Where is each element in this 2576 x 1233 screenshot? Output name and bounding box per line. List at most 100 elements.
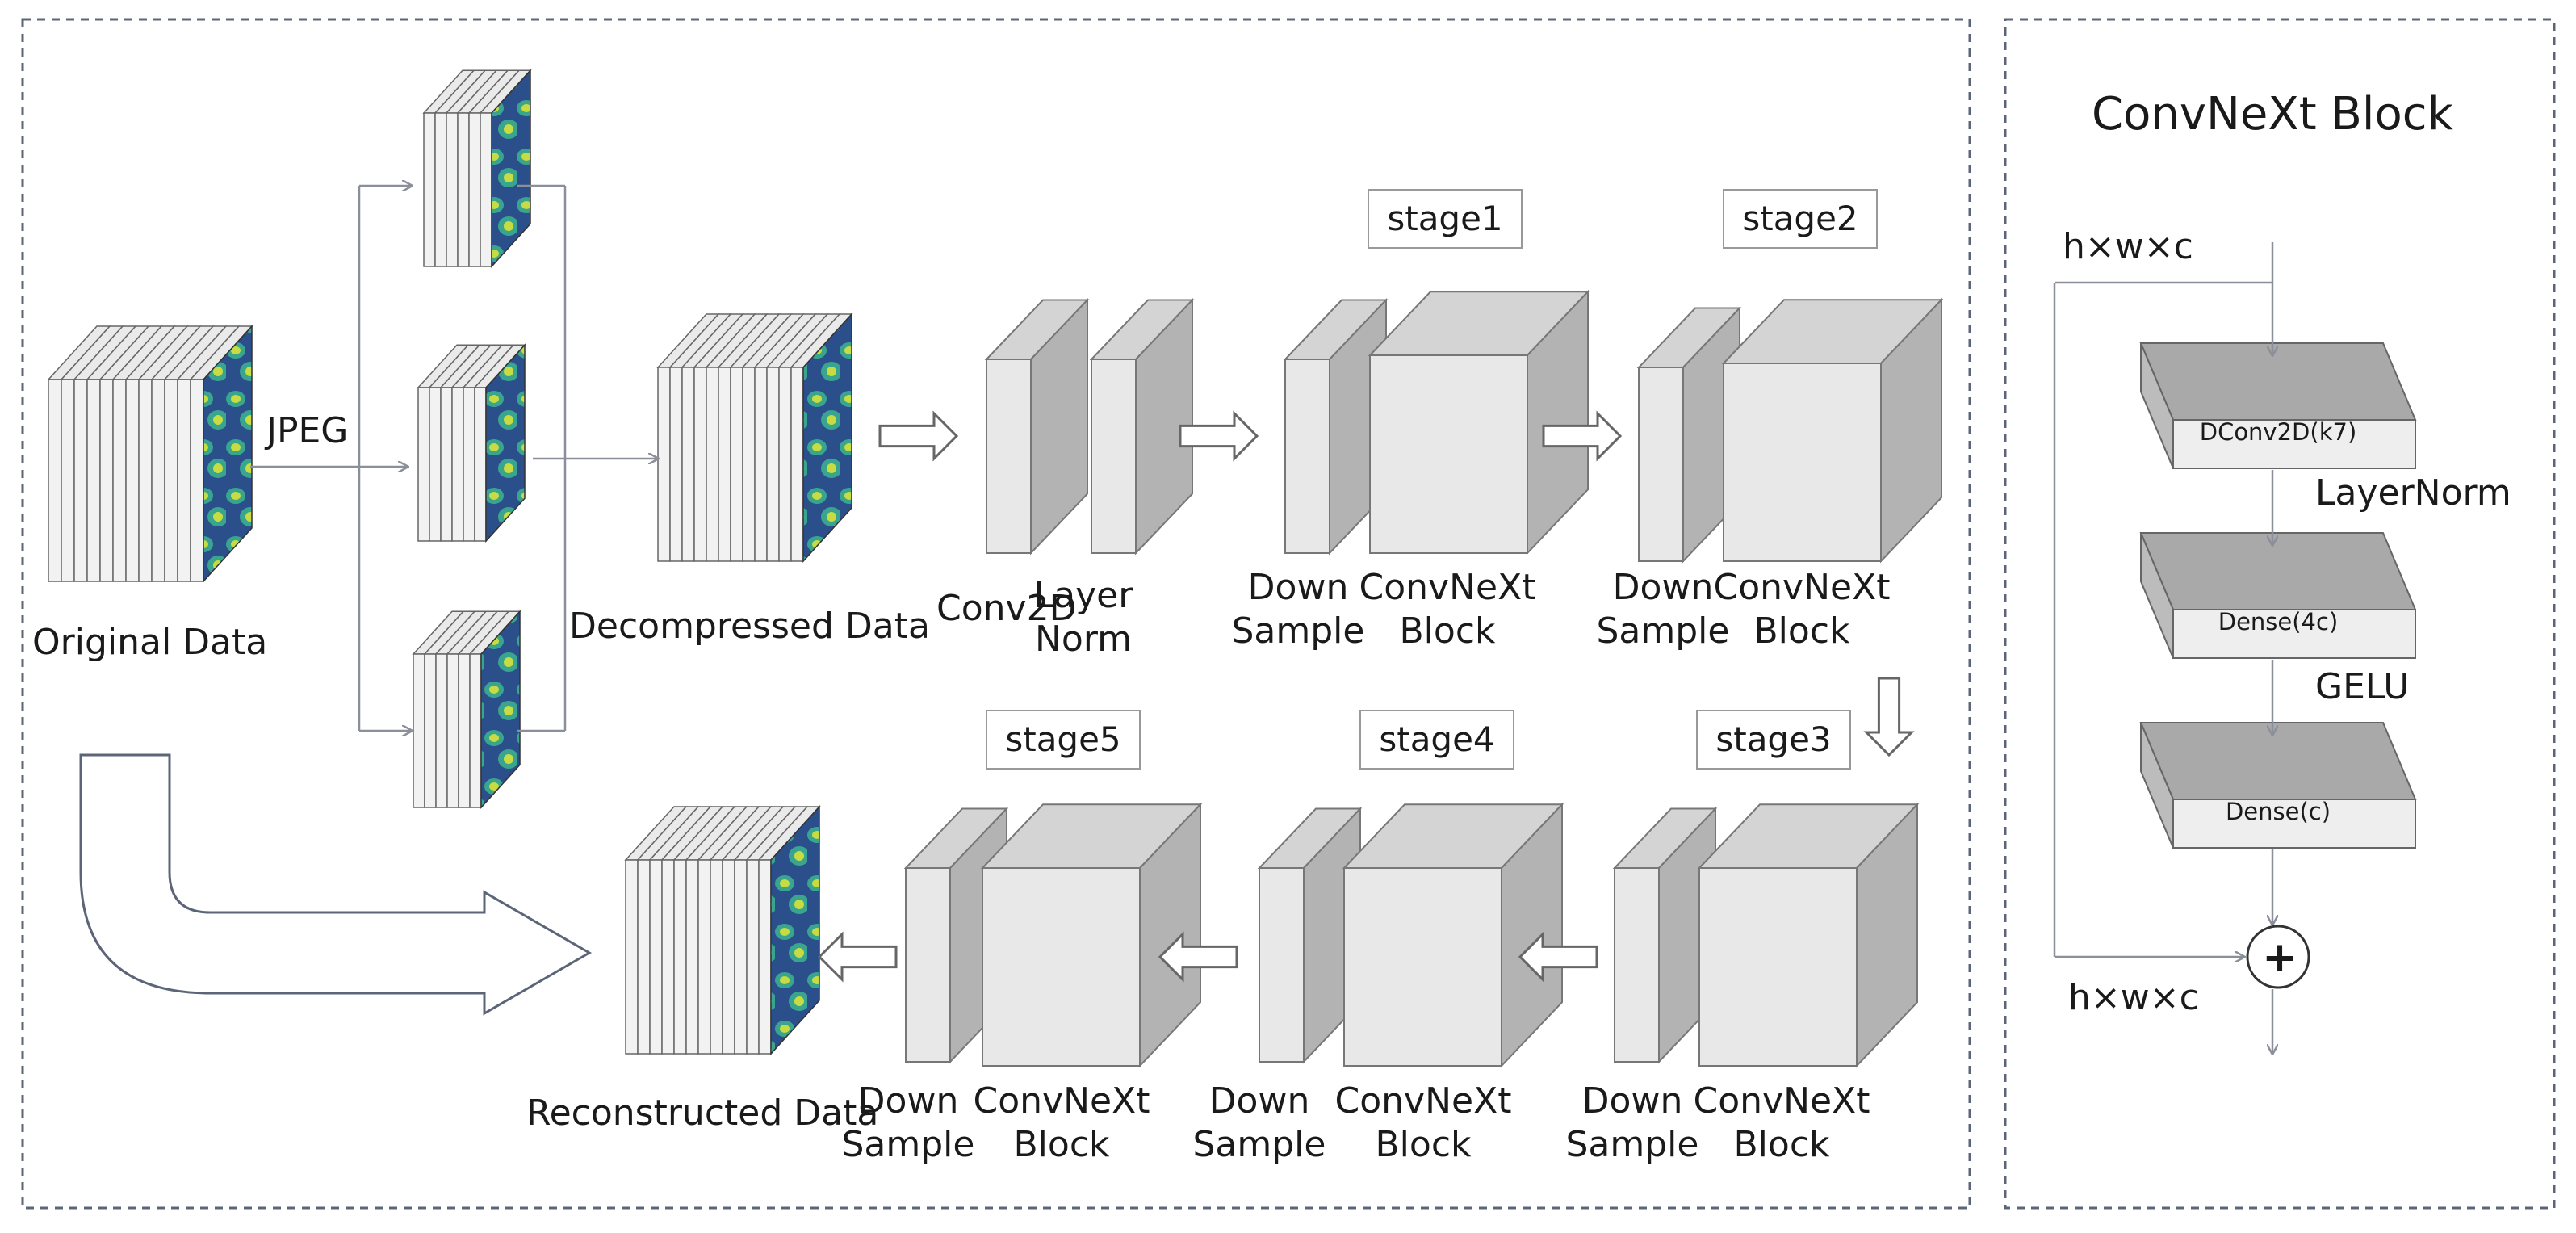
original-data-stack [47, 325, 253, 583]
stage-label-box-1 [1368, 189, 1523, 249]
stage1-downsample-block-front [1284, 359, 1330, 554]
conv2d-block-front [986, 359, 1032, 554]
reconstructed-data-stack-slice [685, 859, 699, 1055]
dconv2d-label: DConv2D(k7) [2200, 418, 2357, 446]
stage1-convnext-label: ConvNeXt [1359, 567, 1536, 608]
jpeg-stack-2-slice [451, 387, 464, 542]
layer-norm-label-1: Layer [1034, 575, 1134, 616]
output-dim-label: h×w×c [2068, 977, 2199, 1018]
dconv2d-layer-front [2172, 419, 2416, 469]
jpeg-stack-3-slice [424, 653, 437, 808]
jpeg-stack-3-slice [435, 653, 448, 808]
stage2-convnext-block [1721, 297, 1944, 564]
jpeg-stack-2 [417, 343, 526, 543]
stage1-convnext-label: Block [1399, 610, 1496, 652]
original-data-stack-heatmap-face [203, 325, 253, 583]
decompressed-data-stack-heatmap-face [802, 312, 852, 563]
original-data-stack-slice [73, 379, 88, 582]
original-data-stack-slice [177, 379, 191, 582]
dense-4c-label: Dense(4c) [2218, 608, 2339, 635]
reconstructed-data-stack-slice [625, 859, 639, 1055]
add-circle [2246, 925, 2310, 989]
stage5-downsample-label: Sample [842, 1124, 975, 1165]
original-data-stack-slice [164, 379, 178, 582]
jpeg-stack-1-heatmap-face [491, 69, 531, 268]
decompressed-data-label: Decompressed Data [569, 606, 930, 647]
jpeg-stack-3-slice [458, 653, 471, 808]
dense-c-label: Dense(c) [2226, 798, 2331, 825]
original-data-stack-slice [48, 379, 62, 582]
decompressed-data-stack-slice [730, 367, 743, 562]
stage-label-1: stage1 [1387, 199, 1502, 238]
stage2-convnext-label: ConvNeXt [1714, 567, 1891, 608]
original-data-stack-slice [112, 379, 127, 582]
dconv2d-layer-top [2139, 342, 2417, 421]
original-data-stack-slice [61, 379, 75, 582]
conv2d-block [984, 298, 1090, 556]
flow-arrow-to-stage3 [1863, 677, 1915, 757]
decompressed-data-stack-slice [742, 367, 756, 562]
decompressed-data-stack [656, 312, 853, 563]
bypass-arrow [79, 753, 593, 1016]
stage-label-5: stage5 [1005, 719, 1120, 759]
stage-label-box-3 [1696, 710, 1851, 770]
stage2-downsample-label: Down [1613, 567, 1714, 608]
dense-4c-layer-front [2172, 609, 2416, 659]
decompressed-data-stack-slice [766, 367, 780, 562]
flow-arrow-to-stage1 [1179, 410, 1259, 462]
stage3-convnext-block [1697, 802, 1920, 1068]
stage1-downsample-label: Down [1248, 567, 1349, 608]
stage4-convnext-label: ConvNeXt [1335, 1080, 1512, 1122]
reconstructed-data-stack-slice [734, 859, 748, 1055]
stage1-convnext-block [1368, 289, 1590, 556]
flow-arrow-to-stage4 [1518, 931, 1598, 983]
dense-c-layer-top [2139, 722, 2417, 800]
original-data-stack-slice [125, 379, 140, 582]
jpeg-stack-2-slice [417, 387, 430, 542]
jpeg-stack-3-slice [446, 653, 459, 808]
original-data-stack-slice [190, 379, 204, 582]
flow-arrow-to-stage2 [1542, 410, 1623, 462]
stage1-downsample-label: Sample [1232, 610, 1365, 652]
stage4-convnext-block-front [1343, 867, 1502, 1067]
reconstructed-data-stack-slice [673, 859, 687, 1055]
decompressed-data-stack-slice [669, 367, 683, 562]
jpeg-stack-1-slice [480, 112, 492, 267]
stage3-downsample-label: Sample [1566, 1124, 1699, 1165]
jpeg-stack-3 [412, 610, 521, 809]
original-data-stack-slice [151, 379, 165, 582]
reconstructed-data-stack-slice [710, 859, 723, 1055]
stage2-downsample-label: Sample [1597, 610, 1730, 652]
original-data-stack-slice [86, 379, 101, 582]
stage5-downsample-block-front [905, 867, 951, 1063]
jpeg-stack-1 [422, 69, 532, 268]
stage4-downsample-label: Sample [1193, 1124, 1326, 1165]
stage5-convnext-label: Block [1013, 1124, 1110, 1165]
stage5-convnext-block-front [982, 867, 1141, 1067]
flow-arrow-to-conv2d [878, 410, 959, 462]
reconstructed-data-stack-slice [649, 859, 663, 1055]
decompressed-data-stack-slice [706, 367, 719, 562]
jpeg-stack-2-slice [429, 387, 442, 542]
stage2-convnext-block-front [1723, 363, 1882, 562]
stage4-downsample-block-front [1259, 867, 1305, 1063]
reconstructed-data-stack [624, 805, 821, 1055]
stage5-downsample-label: Down [858, 1080, 959, 1122]
stage5-convnext-label: ConvNeXt [974, 1080, 1150, 1122]
main-panel-frame [21, 18, 1971, 1210]
stage4-convnext-block [1342, 802, 1564, 1068]
original-data-label: Original Data [32, 622, 267, 663]
stage3-convnext-label: ConvNeXt [1694, 1080, 1870, 1122]
jpeg-stack-2-slice [474, 387, 487, 542]
layernorm-label: LayerNorm [2315, 472, 2511, 514]
jpeg-stack-2-slice [440, 387, 453, 542]
layer-norm-label-2: Norm [1035, 619, 1132, 660]
original-data-stack-slice [99, 379, 114, 582]
reconstructed-data-stack-slice [758, 859, 772, 1055]
block-panel-frame [2004, 18, 2556, 1210]
stage4-convnext-label: Block [1375, 1124, 1472, 1165]
decompressed-data-stack-slice [754, 367, 768, 562]
jpeg-stack-2-heatmap-face [485, 343, 526, 543]
